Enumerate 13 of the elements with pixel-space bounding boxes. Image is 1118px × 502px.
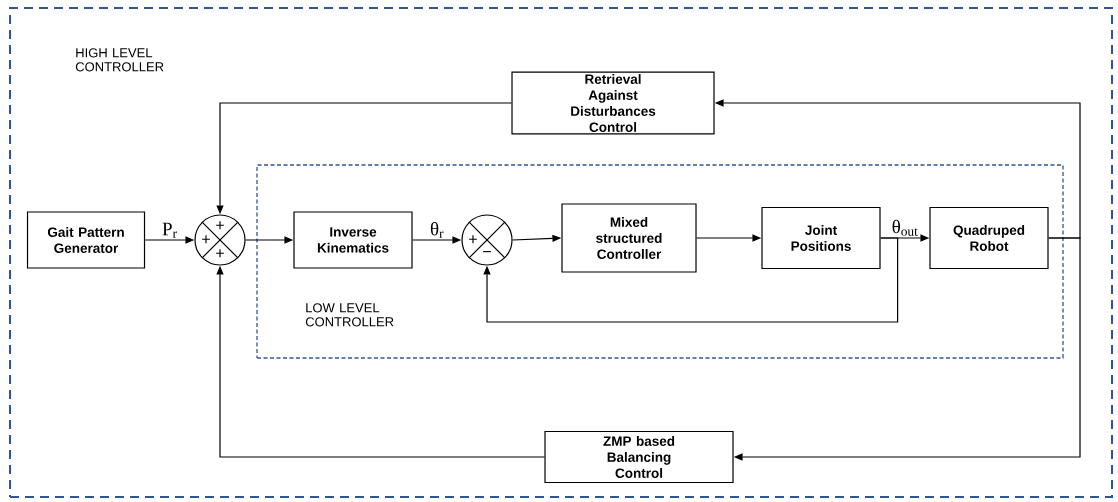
signal-label: θ$_{out}$	[892, 219, 918, 236]
block-box: Quadruped Robot	[929, 206, 1049, 270]
block-box: Mixed structured Controller	[561, 203, 697, 273]
block-box: Inverse Kinematics	[293, 211, 413, 269]
block-box: ZMP based Balancing Control	[544, 430, 734, 484]
summing-junction: + + +	[194, 214, 246, 266]
summing-junction: + −	[461, 214, 513, 266]
signal-label: P$_{r}$	[162, 222, 177, 238]
arrow	[483, 237, 899, 323]
signal-label: θ$_{r}$	[430, 221, 444, 238]
block-box: Gait Pattern Generator	[26, 211, 146, 269]
block-box: Retrieval Against Disturbances Control	[511, 71, 715, 135]
block-box: Joint Positions	[761, 206, 881, 270]
